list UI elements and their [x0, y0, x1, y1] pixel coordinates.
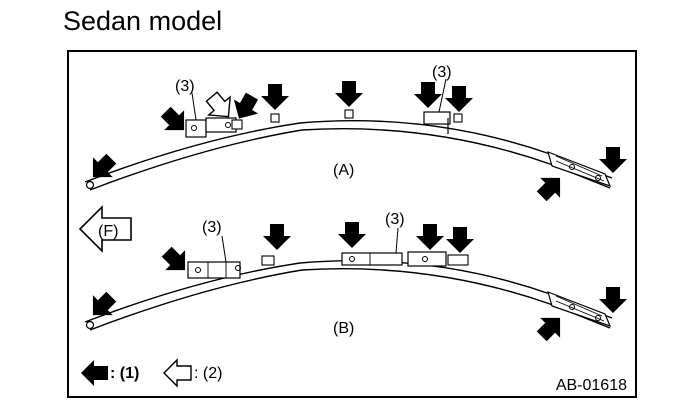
- front-direction-label: (F): [98, 223, 118, 240]
- solid-arrow-icon: [599, 147, 627, 173]
- solid-arrow-icon: [335, 81, 363, 107]
- clip: [261, 255, 275, 266]
- curtain-tube-b: [84, 260, 613, 323]
- inflator-bracket-b-middle: [341, 252, 403, 266]
- leader-line: [221, 235, 227, 263]
- callout-3: (3): [432, 64, 452, 81]
- legend: : (1) : (2): [81, 358, 222, 388]
- front-direction-arrow-icon: [78, 205, 132, 253]
- solid-arrow-icon: [446, 227, 474, 253]
- solid-arrow-icon: [81, 360, 108, 386]
- leader-line: [395, 227, 399, 254]
- solid-arrow-icon: [416, 224, 444, 250]
- mounting-hole: [85, 320, 95, 330]
- clip: [453, 113, 463, 123]
- callout-3: (3): [202, 219, 222, 236]
- inflator-bracket-a-right: [423, 111, 451, 134]
- solid-arrow-icon: [338, 222, 366, 248]
- solid-arrow-icon: [261, 84, 289, 110]
- curtain-tube-a-lower-edge: [89, 128, 611, 191]
- leader-line: [438, 78, 447, 113]
- legend-outline-label: : (2): [194, 365, 222, 382]
- inflator-bracket-a: [185, 117, 237, 138]
- end-bracket-a: [547, 151, 612, 188]
- inflator-bracket-b-right: [407, 251, 469, 267]
- end-bracket-b: [547, 291, 612, 328]
- figure-code: AB-01618: [556, 377, 627, 394]
- solid-arrow-icon: [531, 168, 570, 207]
- assembly-label-a: (A): [333, 162, 354, 179]
- callout-3: (3): [385, 211, 405, 228]
- page-title: Sedan model: [63, 6, 223, 36]
- solid-arrow-icon: [599, 287, 627, 313]
- front-direction-indicator: (F): [78, 205, 132, 253]
- diagram-frame: [67, 50, 637, 398]
- clip: [344, 109, 354, 119]
- legend-solid-label: : (1): [110, 365, 139, 382]
- solid-arrow-icon: [83, 286, 122, 325]
- solid-arrow-icon: [414, 82, 442, 108]
- inflator-bracket-b: [187, 261, 241, 279]
- assembly-label-b: (B): [333, 320, 354, 337]
- mounting-hole: [85, 180, 95, 190]
- outline-arrow-icon: [163, 358, 192, 388]
- airbag-assembly-a: (3) (3) (A): [83, 64, 627, 207]
- clip: [231, 119, 243, 130]
- solid-arrow-icon: [263, 224, 291, 250]
- callout-3: (3): [175, 78, 195, 95]
- airbag-assembly-b: (3) (3) (B): [83, 211, 627, 347]
- solid-arrow-icon: [445, 86, 473, 112]
- leader-line: [191, 92, 197, 121]
- solid-arrow-icon: [531, 308, 570, 347]
- clip: [270, 113, 280, 123]
